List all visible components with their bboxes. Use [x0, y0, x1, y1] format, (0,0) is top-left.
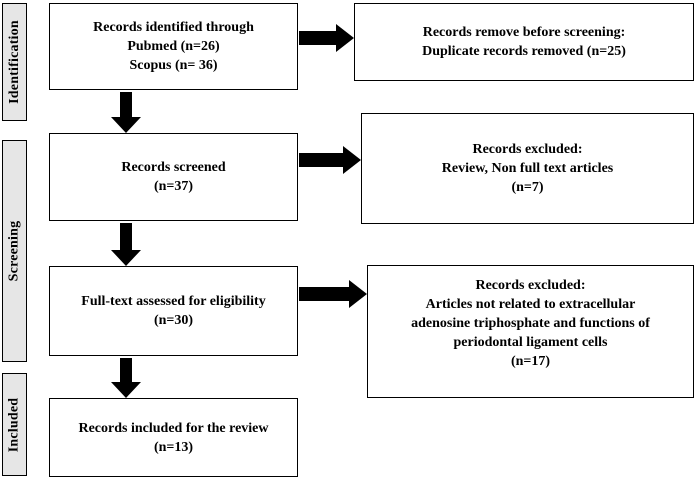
box-records-included: Records included for the review (n=13) [49, 398, 298, 477]
identified-line-3: Scopus (n= 36) [129, 58, 218, 73]
arrow-down-to-included [111, 358, 141, 398]
fulltext-line-2: (n=30) [153, 313, 194, 328]
excluded1-line-1: Records excluded: [472, 142, 583, 157]
box-fulltext-assessed: Full-text assessed for eligibility (n=30… [49, 266, 298, 356]
box-records-excluded-1: Records excluded: Review, Non full text … [361, 113, 694, 224]
phase-included: Included [2, 373, 27, 476]
excluded2-line-4: periodontal ligament cells [453, 335, 608, 350]
excluded2-line-2: Articles not related to extracellular [425, 297, 636, 312]
arrow-right-to-excluded-1 [299, 146, 361, 174]
screened-line-1: Records screened [121, 160, 226, 175]
removed-line-1: Records remove before screening: [422, 25, 626, 40]
removed-line-2: Duplicate records removed (n=25) [422, 44, 626, 59]
identified-line-1: Records identified through [93, 20, 254, 35]
phase-identification: Identification [2, 3, 27, 121]
included-line-1: Records included for the review [78, 420, 269, 436]
arrow-right-to-removed [299, 24, 354, 52]
included-line-2: (n=13) [153, 439, 194, 455]
excluded2-line-3: adenosine triphosphate and functions of [411, 316, 650, 331]
screened-line-2: (n=37) [153, 179, 194, 194]
fulltext-line-1: Full-text assessed for eligibility [81, 294, 266, 309]
phase-screening: Screening [2, 140, 27, 362]
arrow-down-to-screened [111, 92, 141, 133]
excluded2-line-5: (n=17) [510, 354, 551, 369]
excluded1-line-3: (n=7) [511, 180, 544, 195]
identified-line-2: Pubmed (n=26) [127, 39, 220, 54]
box-records-excluded-2: Records excluded: Articles not related t… [367, 265, 694, 398]
box-records-identified: Records identified through Pubmed (n=26)… [49, 3, 298, 90]
box-records-screened: Records screened (n=37) [49, 133, 298, 221]
arrow-down-to-fulltext [111, 223, 141, 266]
excluded1-line-2: Review, Non full text articles [441, 161, 614, 176]
excluded2-line-1: Records excluded: [475, 278, 586, 293]
box-records-removed: Records remove before screening: Duplica… [354, 3, 694, 81]
arrow-right-to-excluded-2 [299, 280, 367, 308]
